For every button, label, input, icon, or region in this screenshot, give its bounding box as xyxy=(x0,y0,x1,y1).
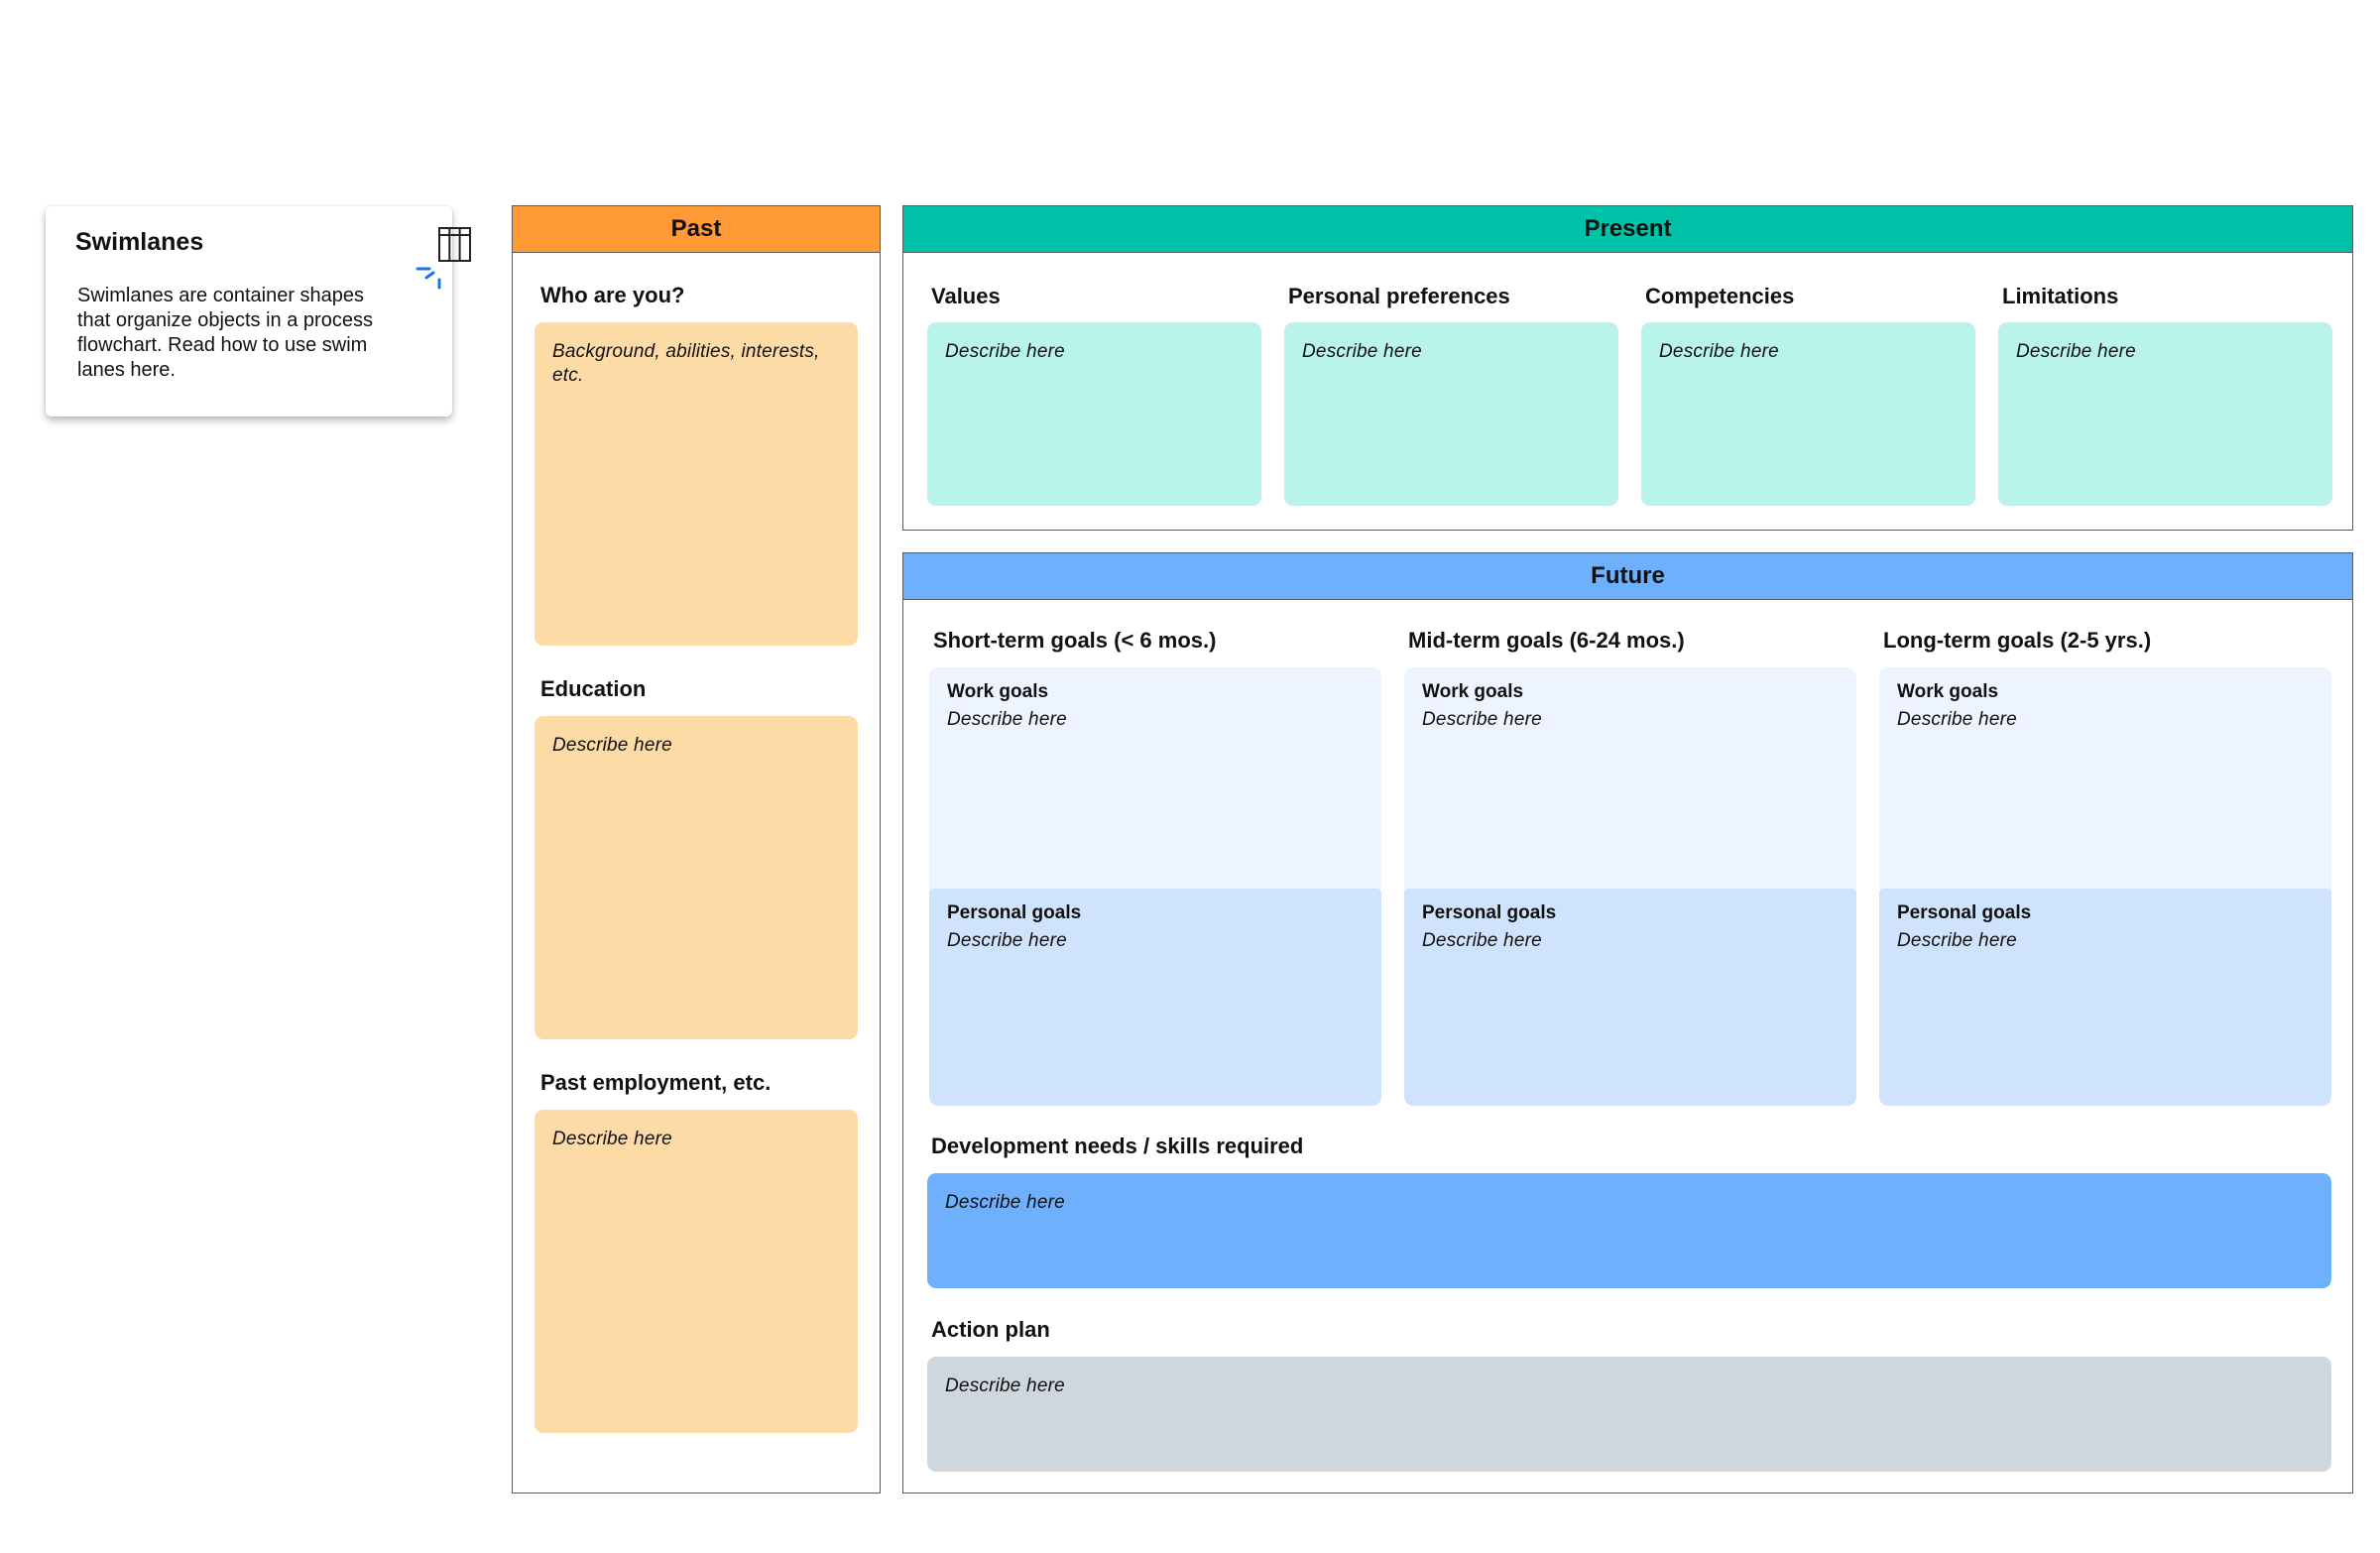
present-box-limitations[interactable]: Describe here xyxy=(1998,322,2332,506)
short-term-work-goals-box[interactable]: Work goals Describe here xyxy=(929,667,1381,889)
past-lane[interactable]: Past Who are you? Background, abilities,… xyxy=(512,205,881,1493)
past-box-text: Background, abilities, interests, etc. xyxy=(552,341,820,386)
personal-goals-text: Describe here xyxy=(1422,930,1542,951)
personal-goals-title: Personal goals xyxy=(947,902,1082,923)
future-heading-short-term: Short-term goals (< 6 mos.) xyxy=(933,628,1217,653)
swimlane-table-icon xyxy=(416,227,471,290)
present-box-preferences[interactable]: Describe here xyxy=(1284,322,1618,506)
future-heading-mid-term: Mid-term goals (6-24 mos.) xyxy=(1408,628,1685,653)
future-heading-action-plan: Action plan xyxy=(931,1317,1050,1342)
past-box-who-are-you[interactable]: Background, abilities, interests, etc. xyxy=(535,322,858,646)
present-box-values[interactable]: Describe here xyxy=(927,322,1261,506)
present-box-text: Describe here xyxy=(945,341,1065,362)
long-term-work-goals-box[interactable]: Work goals Describe here xyxy=(1879,667,2331,889)
future-heading-development: Development needs / skills required xyxy=(931,1134,1304,1158)
present-box-text: Describe here xyxy=(2016,341,2136,362)
present-heading-values: Values xyxy=(931,284,1001,308)
present-lane-header: Present xyxy=(903,206,2352,253)
work-goals-title: Work goals xyxy=(1897,681,1999,702)
work-goals-text: Describe here xyxy=(1897,709,2017,730)
present-heading-limitations: Limitations xyxy=(2002,284,2119,308)
present-box-text: Describe here xyxy=(1302,341,1422,362)
action-plan-box[interactable]: Describe here xyxy=(927,1357,2331,1472)
action-plan-text: Describe here xyxy=(945,1375,1065,1396)
info-card-title: Swimlanes xyxy=(75,228,204,256)
past-heading-who-are-you: Who are you? xyxy=(540,283,685,307)
personal-goals-text: Describe here xyxy=(947,930,1067,951)
work-goals-text: Describe here xyxy=(1422,709,1542,730)
past-box-employment[interactable]: Describe here xyxy=(535,1110,858,1433)
present-heading-preferences: Personal preferences xyxy=(1288,284,1510,308)
mid-term-personal-goals-box[interactable]: Personal goals Describe here xyxy=(1404,889,1856,1106)
present-box-competencies[interactable]: Describe here xyxy=(1641,322,1975,506)
future-heading-long-term: Long-term goals (2-5 yrs.) xyxy=(1883,628,2152,653)
development-needs-text: Describe here xyxy=(945,1192,1065,1213)
present-lane[interactable]: Present Values Describe here Personal pr… xyxy=(902,205,2353,531)
work-goals-title: Work goals xyxy=(947,681,1049,702)
personal-goals-title: Personal goals xyxy=(1897,902,2032,923)
past-box-text: Describe here xyxy=(552,1129,672,1149)
swimlanes-info-card[interactable]: Swimlanes Swimlanes are container shapes… xyxy=(46,206,471,417)
personal-goals-title: Personal goals xyxy=(1422,902,1557,923)
past-box-text: Describe here xyxy=(552,735,672,756)
long-term-personal-goals-box[interactable]: Personal goals Describe here xyxy=(1879,889,2331,1106)
work-goals-title: Work goals xyxy=(1422,681,1524,702)
future-lane[interactable]: Future Short-term goals (< 6 mos.) Work … xyxy=(902,552,2353,1493)
past-box-education[interactable]: Describe here xyxy=(535,716,858,1039)
present-heading-competencies: Competencies xyxy=(1645,284,1795,308)
info-card-body: Swimlanes are container shapes that orga… xyxy=(77,285,373,381)
past-lane-header: Past xyxy=(513,206,880,253)
present-box-text: Describe here xyxy=(1659,341,1779,362)
mid-term-work-goals-box[interactable]: Work goals Describe here xyxy=(1404,667,1856,889)
development-needs-box[interactable]: Describe here xyxy=(927,1173,2331,1288)
past-heading-employment: Past employment, etc. xyxy=(540,1070,772,1095)
personal-goals-text: Describe here xyxy=(1897,930,2017,951)
short-term-personal-goals-box[interactable]: Personal goals Describe here xyxy=(929,889,1381,1106)
past-heading-education: Education xyxy=(540,676,647,701)
future-lane-header: Future xyxy=(903,553,2352,600)
work-goals-text: Describe here xyxy=(947,709,1067,730)
